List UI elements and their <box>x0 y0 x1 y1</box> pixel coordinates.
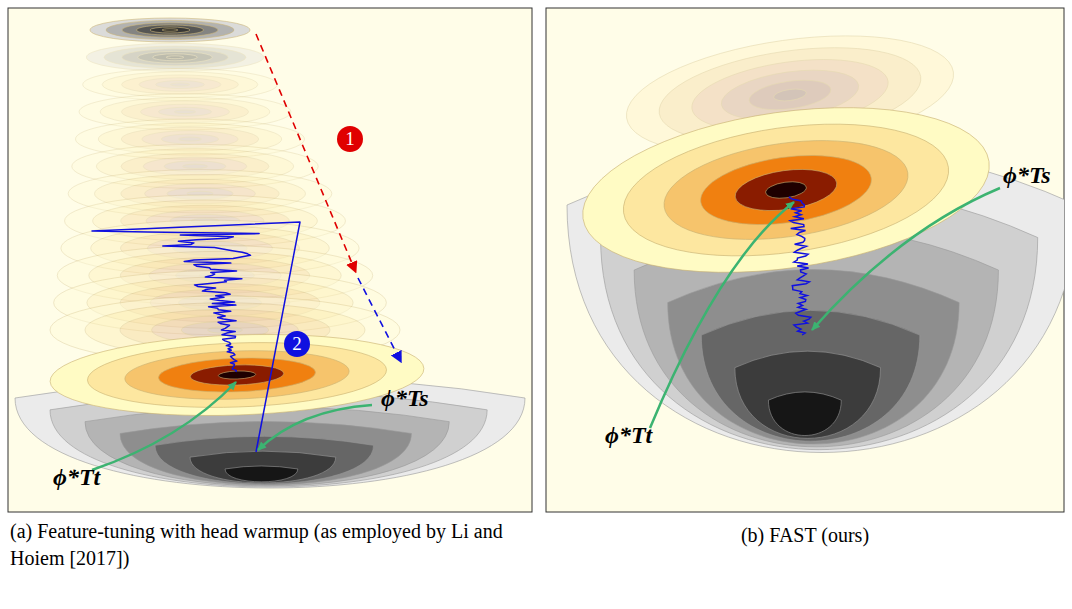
shape <box>166 56 184 59</box>
leader-arrow <box>258 405 372 450</box>
parameter-label: ϕ*Ts <box>1000 162 1054 189</box>
shape <box>174 110 195 114</box>
shape <box>218 370 256 379</box>
leader-arrow <box>650 202 794 428</box>
loss-contours <box>90 18 250 42</box>
panel-a <box>8 8 532 512</box>
dashed-arrow <box>256 34 354 268</box>
loss-bowl <box>701 310 920 441</box>
shape <box>136 25 203 35</box>
shape <box>183 164 208 168</box>
loss-contours <box>572 84 1000 296</box>
panel-b-art <box>567 18 1064 453</box>
loss-bowl <box>225 466 298 482</box>
shape <box>104 46 246 68</box>
shape <box>141 104 230 119</box>
shape <box>86 338 387 412</box>
shape <box>696 146 876 235</box>
shape <box>86 43 263 71</box>
shape <box>102 72 258 98</box>
loss-bowl <box>668 270 959 444</box>
shape <box>122 49 228 66</box>
shape <box>139 78 221 91</box>
caption: (a) Feature-tuning with head warmup (as … <box>10 518 530 572</box>
shape <box>615 105 957 274</box>
parameter-label: ϕ*Tt <box>602 422 655 449</box>
shape <box>153 54 197 61</box>
shape <box>572 84 1000 296</box>
shape <box>190 363 284 386</box>
loss-bowl <box>768 392 841 436</box>
shape <box>122 23 218 37</box>
callout-number: 2 <box>284 331 310 357</box>
parameter-label: ϕ*Ts <box>378 385 432 412</box>
loss-bowl <box>190 451 336 483</box>
shape <box>159 107 212 116</box>
shape <box>106 20 234 39</box>
caption: (b) FAST (ours) <box>546 522 1064 549</box>
loss-contours <box>49 328 426 421</box>
shape <box>658 127 915 254</box>
shape <box>773 87 807 102</box>
shape <box>90 18 250 42</box>
shape <box>162 29 178 31</box>
shape <box>122 75 239 94</box>
shape <box>765 179 808 200</box>
shape <box>156 81 205 89</box>
shape <box>170 83 189 86</box>
shape <box>161 134 218 144</box>
shape <box>124 347 350 403</box>
dashed-arrow <box>358 278 399 358</box>
parameter-label: ϕ*Tt <box>50 464 103 491</box>
shape <box>179 137 202 141</box>
loss-bowl <box>85 407 449 486</box>
leader-arrow <box>92 382 236 470</box>
callout-number: 1 <box>337 126 363 152</box>
panel-a-art <box>15 18 525 488</box>
loss-bowl <box>735 351 881 438</box>
shape <box>49 328 426 421</box>
shape <box>138 51 212 63</box>
panel-b <box>546 8 1064 512</box>
leader-arrow <box>812 188 1000 330</box>
shape <box>150 27 190 33</box>
loss-bowl <box>120 421 411 484</box>
loss-contours <box>86 43 263 71</box>
trajectory <box>789 197 811 335</box>
